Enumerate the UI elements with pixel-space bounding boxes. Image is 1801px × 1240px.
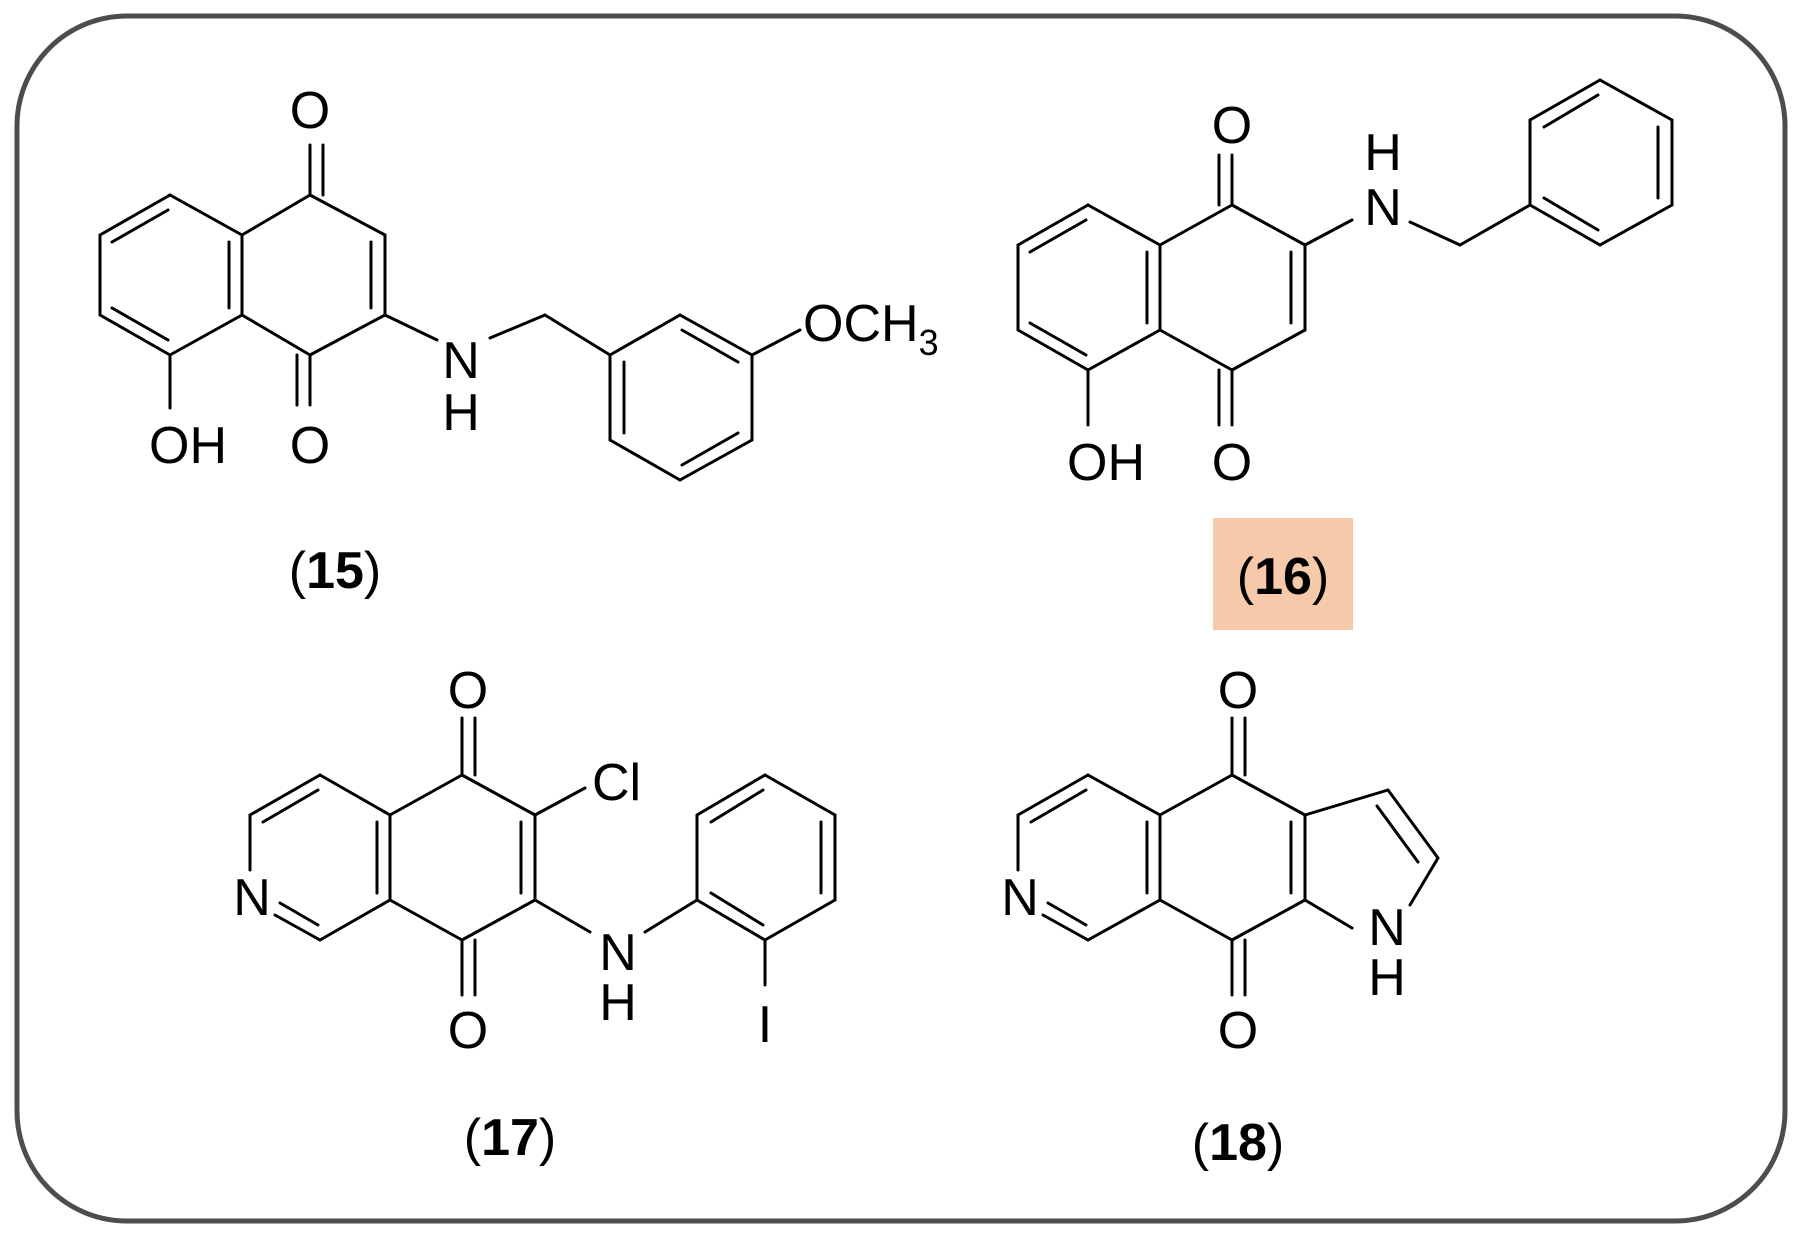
pyridine-n-label: N bbox=[233, 869, 271, 927]
carbonyl-o-top: O bbox=[290, 82, 330, 140]
ch2-bond bbox=[488, 313, 547, 340]
ch2-aryl-bond bbox=[1458, 203, 1532, 247]
hydroxyl-label: OH bbox=[1067, 434, 1145, 492]
hydroxyl-label: OH bbox=[149, 417, 227, 475]
carbonyl-o-bottom: O bbox=[448, 1002, 488, 1060]
amine-h-label: H bbox=[599, 974, 637, 1032]
quinone-ring bbox=[1158, 716, 1307, 997]
pyrrole-ring bbox=[1303, 788, 1440, 930]
pyrrole-n-label: N bbox=[1368, 899, 1406, 957]
amine-n-label: N bbox=[1364, 179, 1402, 237]
amine-h-label: H bbox=[442, 384, 480, 442]
nh-bond bbox=[383, 313, 439, 342]
nh-bond bbox=[533, 898, 592, 934]
chloro-label: Cl bbox=[592, 754, 641, 812]
compound-16-label: (16) bbox=[1237, 548, 1330, 606]
amine-h-label: H bbox=[1364, 124, 1402, 182]
nh-aryl-bond bbox=[643, 898, 699, 934]
nh-bond bbox=[1303, 218, 1354, 247]
pyridine-ring bbox=[248, 773, 392, 942]
carbonyl-o-bottom: O bbox=[1212, 434, 1252, 492]
iodophenyl-ring bbox=[695, 773, 837, 942]
carbonyl-o-bottom: O bbox=[1218, 1002, 1258, 1060]
compound-16-highlight bbox=[1213, 518, 1353, 630]
compound-17-label: (17) bbox=[464, 1109, 557, 1167]
quinone-ring bbox=[1158, 153, 1307, 427]
ome-bond bbox=[750, 328, 802, 357]
compound-18-label: (18) bbox=[1192, 1114, 1285, 1172]
amine-n-label: N bbox=[599, 924, 637, 982]
carbonyl-o-bottom: O bbox=[290, 417, 330, 475]
carbonyl-o-top: O bbox=[448, 662, 488, 720]
figure-frame bbox=[14, 13, 1788, 1224]
compound-16-structure: O O OH H N bbox=[1016, 78, 1674, 492]
compound-18-structure: O O N N H bbox=[1001, 662, 1440, 1060]
benzene-ring bbox=[98, 193, 244, 357]
pyridine-n-label: N bbox=[1001, 869, 1039, 927]
ch2-aryl-bond bbox=[543, 313, 612, 357]
benzyl-ring bbox=[1528, 78, 1674, 247]
methoxyphenyl-ring bbox=[608, 313, 754, 482]
amine-n-label: N bbox=[442, 332, 480, 390]
compound-15-label: (15) bbox=[289, 542, 382, 600]
iodo-label: I bbox=[758, 996, 772, 1054]
benzene-ring bbox=[1016, 203, 1162, 372]
compound-17-structure: O O Cl N N H I bbox=[233, 662, 837, 1060]
carbonyl-o-top: O bbox=[1218, 662, 1258, 720]
methoxy-label: OCH3 bbox=[803, 295, 939, 363]
carbonyl-o-top: O bbox=[1212, 97, 1252, 155]
quinone-ring bbox=[240, 143, 387, 407]
quinone-ring bbox=[388, 716, 537, 997]
pyridine-ring bbox=[1016, 773, 1162, 942]
ch2-bond bbox=[1408, 220, 1462, 247]
pyrrole-h-label: H bbox=[1368, 949, 1406, 1007]
chloro-bond bbox=[533, 786, 587, 817]
compound-15-structure: O O OH N H OCH3 bbox=[98, 82, 939, 482]
